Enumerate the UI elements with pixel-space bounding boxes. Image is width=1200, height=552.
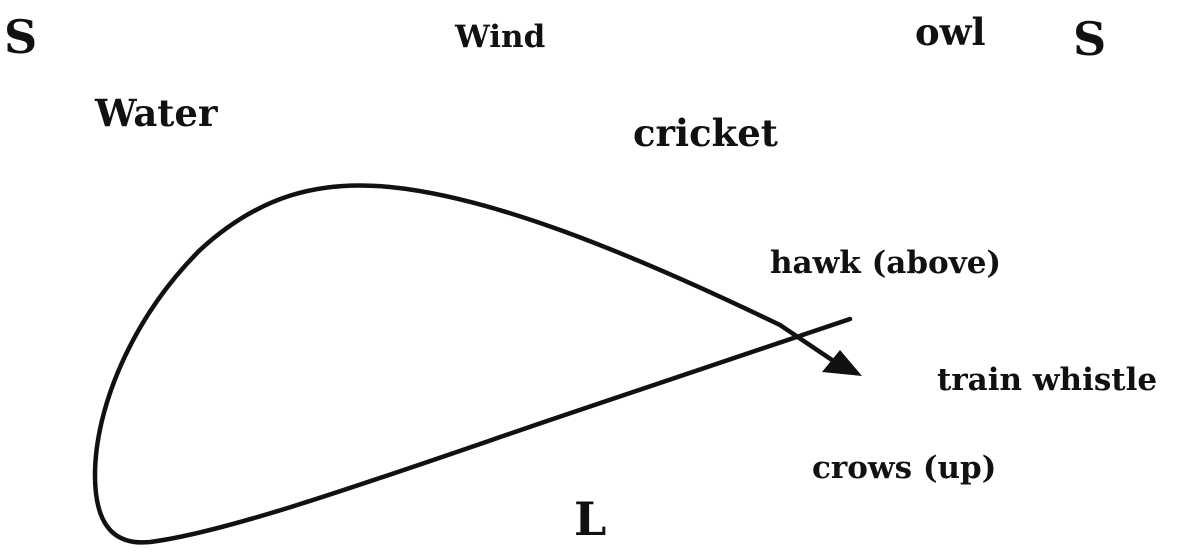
label-owl: owl xyxy=(915,10,986,54)
loop-curve xyxy=(92,183,853,545)
label-train-whistle: train whistle xyxy=(937,362,1158,398)
label-s-right: S xyxy=(1073,12,1107,66)
label-s-left: S xyxy=(4,10,38,64)
label-wind: Wind xyxy=(455,19,546,55)
label-hawk: hawk (above) xyxy=(770,245,1002,281)
label-l: L xyxy=(574,492,607,546)
label-water: Water xyxy=(95,91,218,135)
label-cricket: cricket xyxy=(633,111,778,155)
arrowhead-icon xyxy=(822,350,862,376)
label-crows: crows (up) xyxy=(812,450,997,486)
